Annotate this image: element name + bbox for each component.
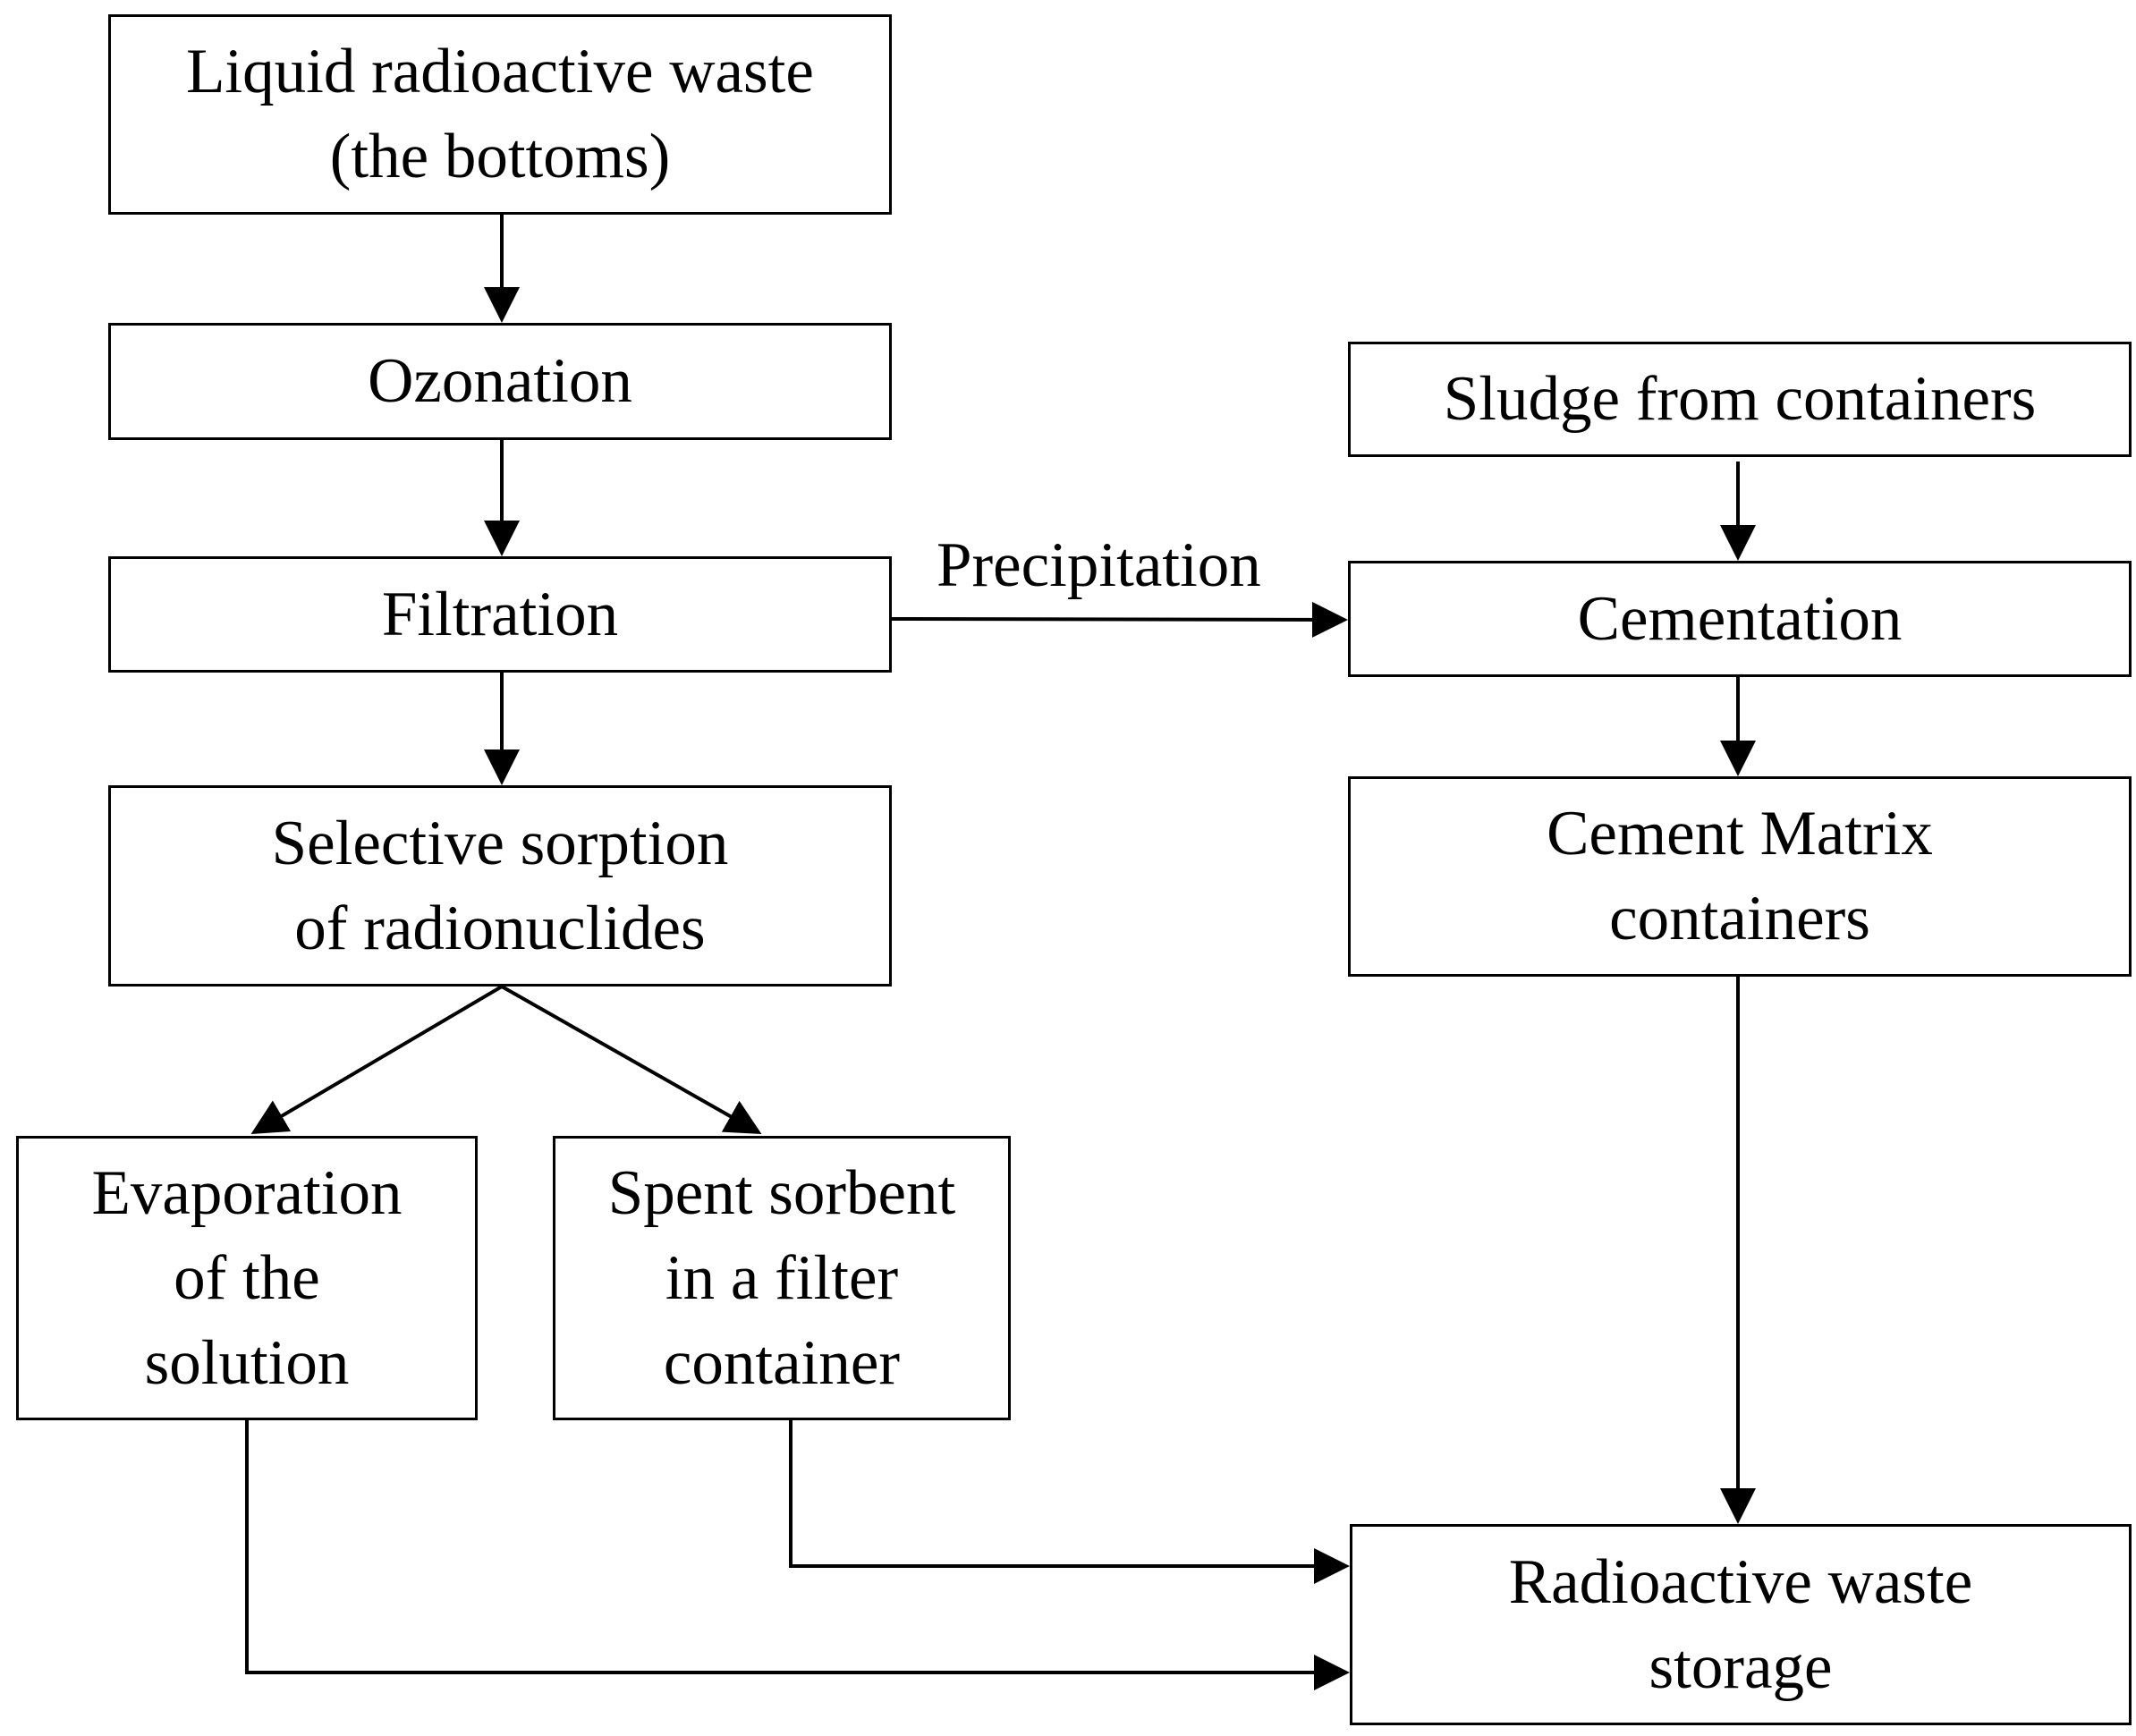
arrow-spent-sorbent-to-storage — [789, 1420, 1350, 1584]
node-spent-sorbent-line-1: Spent sorbent — [607, 1157, 956, 1228]
node-ozonation-label: Ozonation — [368, 346, 632, 416]
node-evaporation-line-1: Evaporation — [91, 1157, 403, 1228]
node-storage: Radioactive waste storage — [1350, 1524, 2132, 1725]
node-cementation: Cementation — [1348, 561, 2132, 677]
node-evaporation-line-2: of the — [174, 1242, 320, 1313]
node-selective-sorption-line-1: Selective sorption — [271, 808, 729, 878]
edge-label-precipitation: Precipitation — [937, 530, 1261, 600]
node-selective-sorption-line-2: of radionuclides — [294, 893, 706, 963]
node-evaporation: Evaporation of the solution — [16, 1136, 478, 1420]
node-cement-matrix-line-2: containers — [1609, 884, 1870, 953]
node-cement-matrix: Cement Matrix containers — [1348, 776, 2132, 977]
node-liquid-waste-line-1: Liquid radioactive waste — [186, 37, 814, 106]
node-spent-sorbent-line-2: in a filter — [665, 1242, 899, 1313]
node-liquid-waste-line-2: (the bottoms) — [329, 122, 671, 191]
node-spent-sorbent: Spent sorbent in a filter container — [553, 1136, 1011, 1420]
arrow-sorption-to-spent-sorbent — [501, 985, 762, 1134]
node-ozonation: Ozonation — [108, 323, 892, 440]
node-cementation-label: Cementation — [1577, 583, 1903, 654]
node-liquid-waste: Liquid radioactive waste (the bottoms) — [108, 14, 892, 215]
node-storage-line-1: Radioactive waste — [1508, 1546, 1973, 1617]
node-evaporation-line-3: solution — [144, 1327, 350, 1398]
node-sludge: Sludge from containers — [1348, 342, 2132, 457]
node-storage-line-2: storage — [1649, 1631, 1833, 1702]
node-spent-sorbent-line-3: container — [663, 1327, 901, 1398]
arrow-filtration-to-cementation — [890, 601, 1348, 638]
arrow-sorption-to-evaporation — [250, 985, 504, 1135]
node-sludge-label: Sludge from containers — [1443, 364, 2037, 434]
arrow-evaporation-to-storage — [245, 1420, 1350, 1690]
node-filtration: Filtration — [108, 556, 892, 673]
node-filtration-label: Filtration — [381, 579, 619, 649]
node-cement-matrix-line-1: Cement Matrix — [1547, 799, 1933, 868]
node-selective-sorption: Selective sorption of radionuclides — [108, 785, 892, 987]
